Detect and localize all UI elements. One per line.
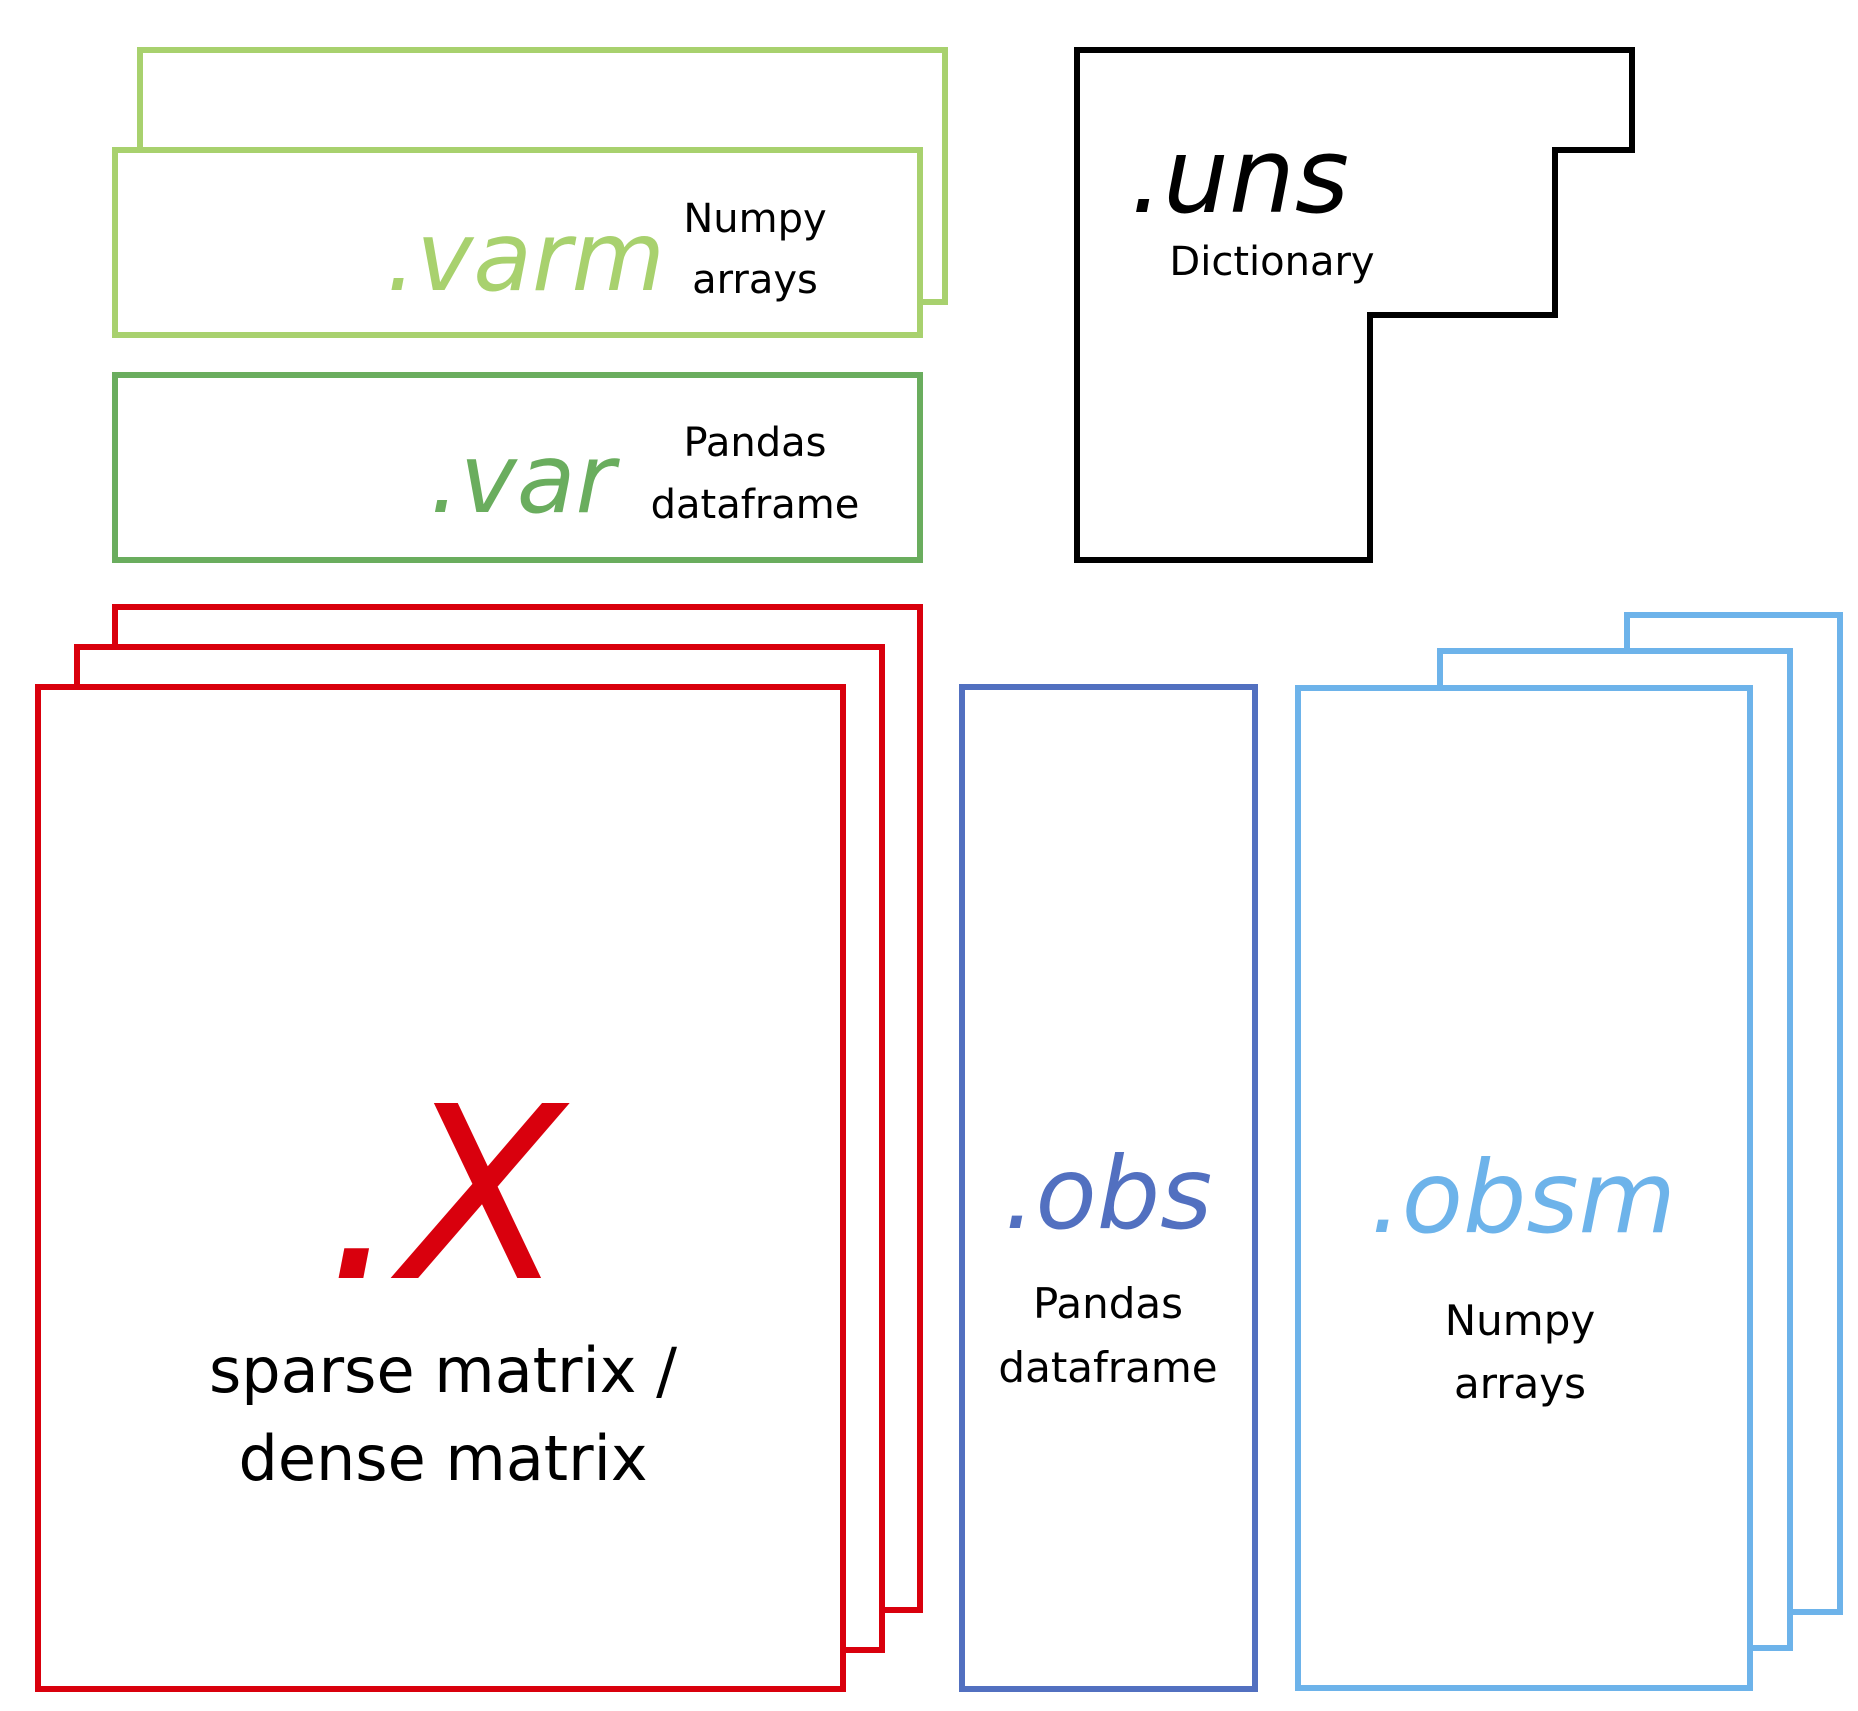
x-group: .X sparse matrix / dense matrix	[35, 604, 923, 1692]
obs-desc-line1: Pandas	[1033, 1279, 1183, 1328]
obsm-desc-line1: Numpy	[1445, 1296, 1595, 1345]
varm-desc-line1: Numpy	[683, 196, 826, 242]
obsm-group: .obsm Numpy arrays	[1295, 612, 1843, 1691]
varm-front-box	[112, 147, 923, 338]
obsm-label: .obsm	[1370, 1139, 1676, 1256]
uns-desc: Dictionary	[1169, 239, 1374, 285]
var-desc-line2: dataframe	[651, 482, 860, 528]
varm-label: .varm	[386, 201, 665, 313]
var-label: .var	[429, 423, 620, 535]
uns-group: .uns Dictionary	[1074, 47, 1635, 563]
varm-desc-line2: arrays	[692, 257, 818, 303]
obs-desc-line2: dataframe	[998, 1343, 1217, 1392]
varm-group: .varm Numpy arrays	[112, 47, 948, 338]
x-front-box	[35, 684, 846, 1692]
obs-box	[959, 684, 1258, 1692]
uns-shape	[1074, 47, 1635, 563]
var-group: .var Pandas dataframe	[112, 372, 923, 563]
obs-label: .obs	[1004, 1135, 1213, 1252]
x-label: .X	[325, 1055, 570, 1335]
x-desc-line2: dense matrix	[238, 1422, 647, 1495]
obs-group: .obs Pandas dataframe	[959, 684, 1258, 1692]
var-desc-line1: Pandas	[684, 420, 827, 466]
x-desc-line1: sparse matrix /	[209, 1334, 677, 1407]
var-box	[112, 372, 923, 563]
uns-label: .uns	[1130, 115, 1349, 237]
obsm-front-box	[1295, 685, 1753, 1691]
obsm-desc-line2: arrays	[1454, 1359, 1586, 1408]
